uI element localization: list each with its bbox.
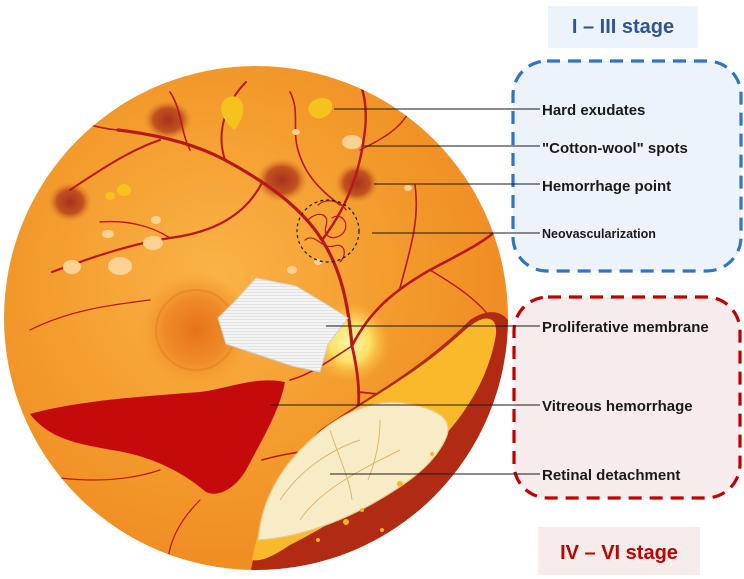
hemorrhage-spots xyxy=(48,100,379,222)
early-stage-box xyxy=(511,59,743,273)
leader-lines xyxy=(270,108,540,475)
label-neovascularization: Neovascularization xyxy=(542,227,656,241)
label-hard-exudates: Hard exudates xyxy=(542,102,645,119)
retinal-detachment xyxy=(250,312,508,570)
label-cotton-wool: "Cotton-wool" spots xyxy=(542,140,688,157)
stage-late-title: IV – VI stage xyxy=(538,527,700,575)
blood-vessels xyxy=(29,68,507,561)
cotton-wool-spots xyxy=(63,129,412,275)
stage-early-title: I – III stage xyxy=(548,6,698,48)
label-vitreous-hemorrhage: Vitreous hemorrhage xyxy=(542,398,693,415)
vitreous-hemorrhage xyxy=(30,380,285,494)
label-retinal-detachment: Retinal detachment xyxy=(542,467,680,484)
label-hemorrhage-point: Hemorrhage point xyxy=(542,178,671,195)
late-stage-box xyxy=(512,295,742,500)
hard-exudates xyxy=(105,96,333,200)
neovascularization-marker xyxy=(296,199,360,263)
macula xyxy=(138,272,254,388)
proliferative-membrane xyxy=(217,277,349,373)
label-proliferative-membrane: Proliferative membrane xyxy=(542,319,709,336)
